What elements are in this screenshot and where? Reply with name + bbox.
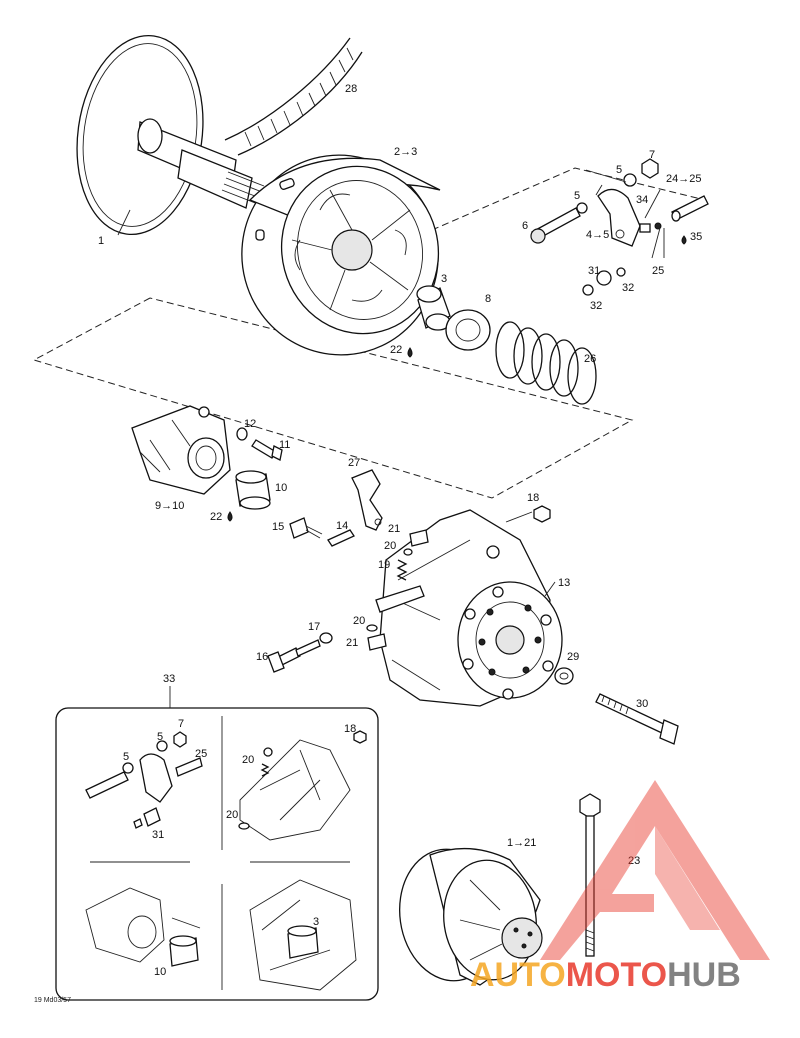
callout-20: 20 [353, 615, 365, 627]
callout-6: 6 [522, 220, 528, 232]
leader-lines [505, 169, 627, 597]
bolt-part-23 [579, 793, 601, 957]
callout-10: 10 [275, 482, 287, 494]
shoulder-bolt-part-16 [267, 639, 321, 673]
callout-10: 10 [154, 966, 166, 978]
callout-29: 29 [567, 651, 579, 663]
grease-part-22-lower [227, 511, 233, 522]
drawing-code: 19 Md03/57 [34, 997, 71, 1004]
callout-14: 14 [336, 520, 348, 532]
inset-spider-sketch [238, 730, 367, 841]
callout-1-21: 1→21 [507, 837, 536, 849]
callout-28: 28 [345, 83, 357, 95]
drive-belt-part-28 [224, 37, 363, 156]
callout-34: 34 [636, 194, 648, 206]
callout-5: 5 [574, 190, 580, 202]
bushing-part-3 [416, 285, 451, 331]
callout-19: 19 [378, 559, 390, 571]
callout-20: 20 [226, 809, 238, 821]
washer-part-20-lower [366, 624, 378, 632]
inset-roller-arm-sketch [85, 731, 203, 829]
watermark-logo: AUTOMOTOHUB [470, 780, 770, 994]
callout-2-3: 2→3 [394, 146, 417, 158]
watermark-hub: HUB [667, 956, 741, 994]
callout-5: 5 [616, 164, 622, 176]
screw-part-15 [289, 517, 323, 539]
callout-21: 21 [346, 637, 358, 649]
callout-18: 18 [527, 492, 539, 504]
weight-part-27 [351, 469, 383, 531]
callout-33: 33 [163, 673, 175, 685]
group-outline-upper [431, 167, 706, 231]
callout-18: 18 [344, 723, 356, 735]
group-outline-middle [32, 297, 634, 499]
governor-cup-part-9 [131, 405, 231, 495]
callout-16: 16 [256, 651, 268, 663]
inset-governor-sketch [85, 887, 201, 967]
callout-32: 32 [622, 282, 634, 294]
callout-17: 17 [308, 621, 320, 633]
callout-24-25: 24→25 [666, 173, 701, 185]
callout-20: 20 [384, 540, 396, 552]
callout-26: 26 [584, 353, 596, 365]
callout-22: 22 [390, 344, 402, 356]
callout-35: 35 [690, 231, 702, 243]
callout-23: 23 [628, 855, 640, 867]
callout-8: 8 [485, 293, 491, 305]
grease-part-22-upper [407, 347, 413, 358]
callout-11: 11 [279, 439, 290, 451]
callout-5: 5 [123, 751, 129, 763]
callout-22: 22 [210, 511, 222, 523]
screw-part-11 [251, 439, 283, 461]
washer-part-29 [554, 667, 574, 685]
washer-part-12 [236, 427, 248, 441]
washer-part-20-upper [403, 548, 413, 556]
bolt-part-30 [595, 693, 679, 745]
roller-part-21-upper [409, 529, 429, 547]
pin-part-14 [327, 529, 355, 547]
callout-21: 21 [388, 523, 400, 535]
callout-31: 31 [588, 265, 600, 277]
movable-sheave-part-2 [241, 154, 441, 356]
washer-part-17 [319, 632, 333, 644]
callout-25: 25 [652, 265, 664, 277]
callout-12: 12 [244, 418, 256, 430]
callout-4-5: 4→5 [586, 229, 609, 241]
bushing-part-10 [235, 470, 271, 510]
roller-arm-assembly [530, 158, 709, 296]
watermark-triangle-mark [540, 780, 770, 960]
drive-pulley-assembly-part-1-21 [398, 847, 543, 986]
spring-part-19 [396, 559, 408, 581]
svg-text:AUTOMOTOHUB: AUTOMOTOHUB [470, 956, 741, 994]
callout-labels: 1 28 2→3 7 5 5 34 24→25 6 4→5 35 25 31 3… [98, 83, 702, 978]
fixed-sheave-part-1 [76, 34, 265, 236]
callout-3: 3 [441, 273, 447, 285]
roller-part-21-lower [367, 633, 387, 651]
callout-1: 1 [98, 235, 104, 247]
spider-hub-part-13 [375, 509, 563, 707]
callout-30: 30 [636, 698, 648, 710]
callout-31: 31 [152, 829, 164, 841]
callout-3: 3 [313, 916, 319, 928]
callout-32: 32 [590, 300, 602, 312]
callout-15: 15 [272, 521, 284, 533]
callout-27: 27 [348, 457, 360, 469]
watermark-moto: MOTO [566, 956, 667, 994]
callout-5: 5 [157, 731, 163, 743]
watermark-auto: AUTO [470, 956, 566, 994]
callout-20: 20 [242, 754, 254, 766]
callout-13: 13 [558, 577, 570, 589]
spring-part-26 [495, 321, 597, 405]
spring-seat-part-8 [445, 309, 491, 351]
callout-7: 7 [178, 718, 184, 730]
callout-9-10: 9→10 [155, 500, 184, 512]
callout-25: 25 [195, 748, 207, 760]
inset-variant-box-33 [55, 686, 379, 1001]
callout-7: 7 [649, 149, 655, 161]
inset-sheave-sketch [249, 879, 357, 991]
nut-part-18 [533, 505, 551, 523]
